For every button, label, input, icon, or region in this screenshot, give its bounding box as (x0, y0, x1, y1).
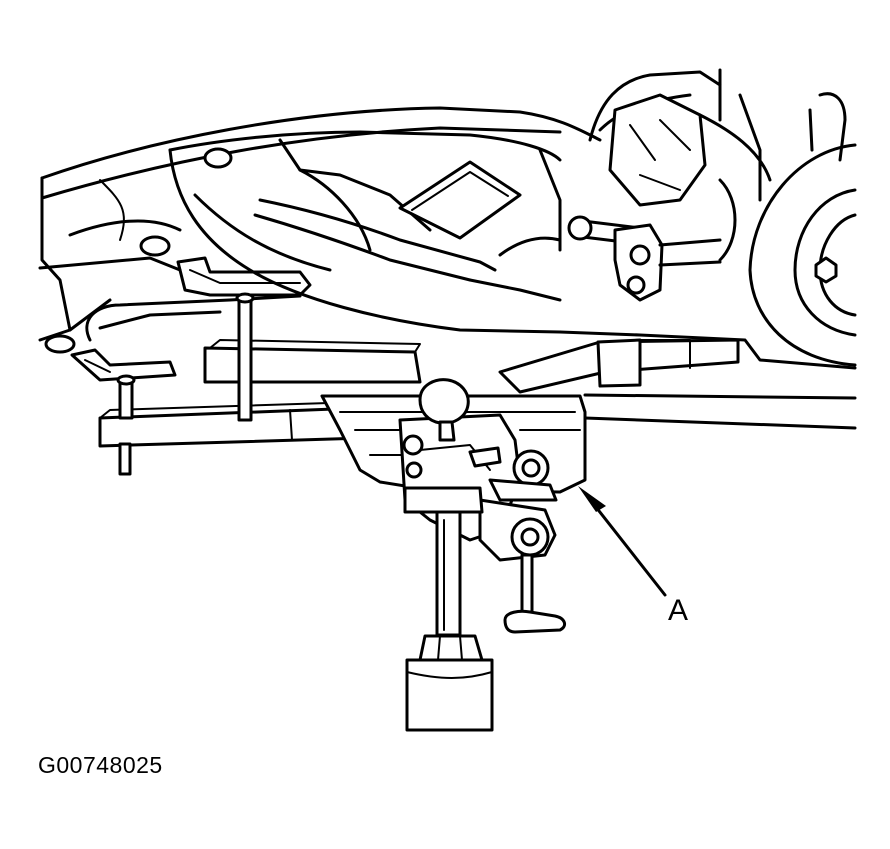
suspension-assembly (558, 68, 857, 430)
callout-a-arrowhead (578, 486, 606, 512)
jack-support-beam (98, 292, 740, 476)
transmission-jack-post (403, 486, 494, 732)
callout-a: A (578, 486, 688, 627)
left-hanger-bracket (70, 256, 312, 382)
vehicle-underbody (38, 106, 602, 354)
figure-id: G00748025 (38, 752, 163, 778)
callout-a-label: A (668, 594, 688, 627)
callout-a-leader (590, 500, 667, 597)
crossmember (168, 130, 562, 334)
